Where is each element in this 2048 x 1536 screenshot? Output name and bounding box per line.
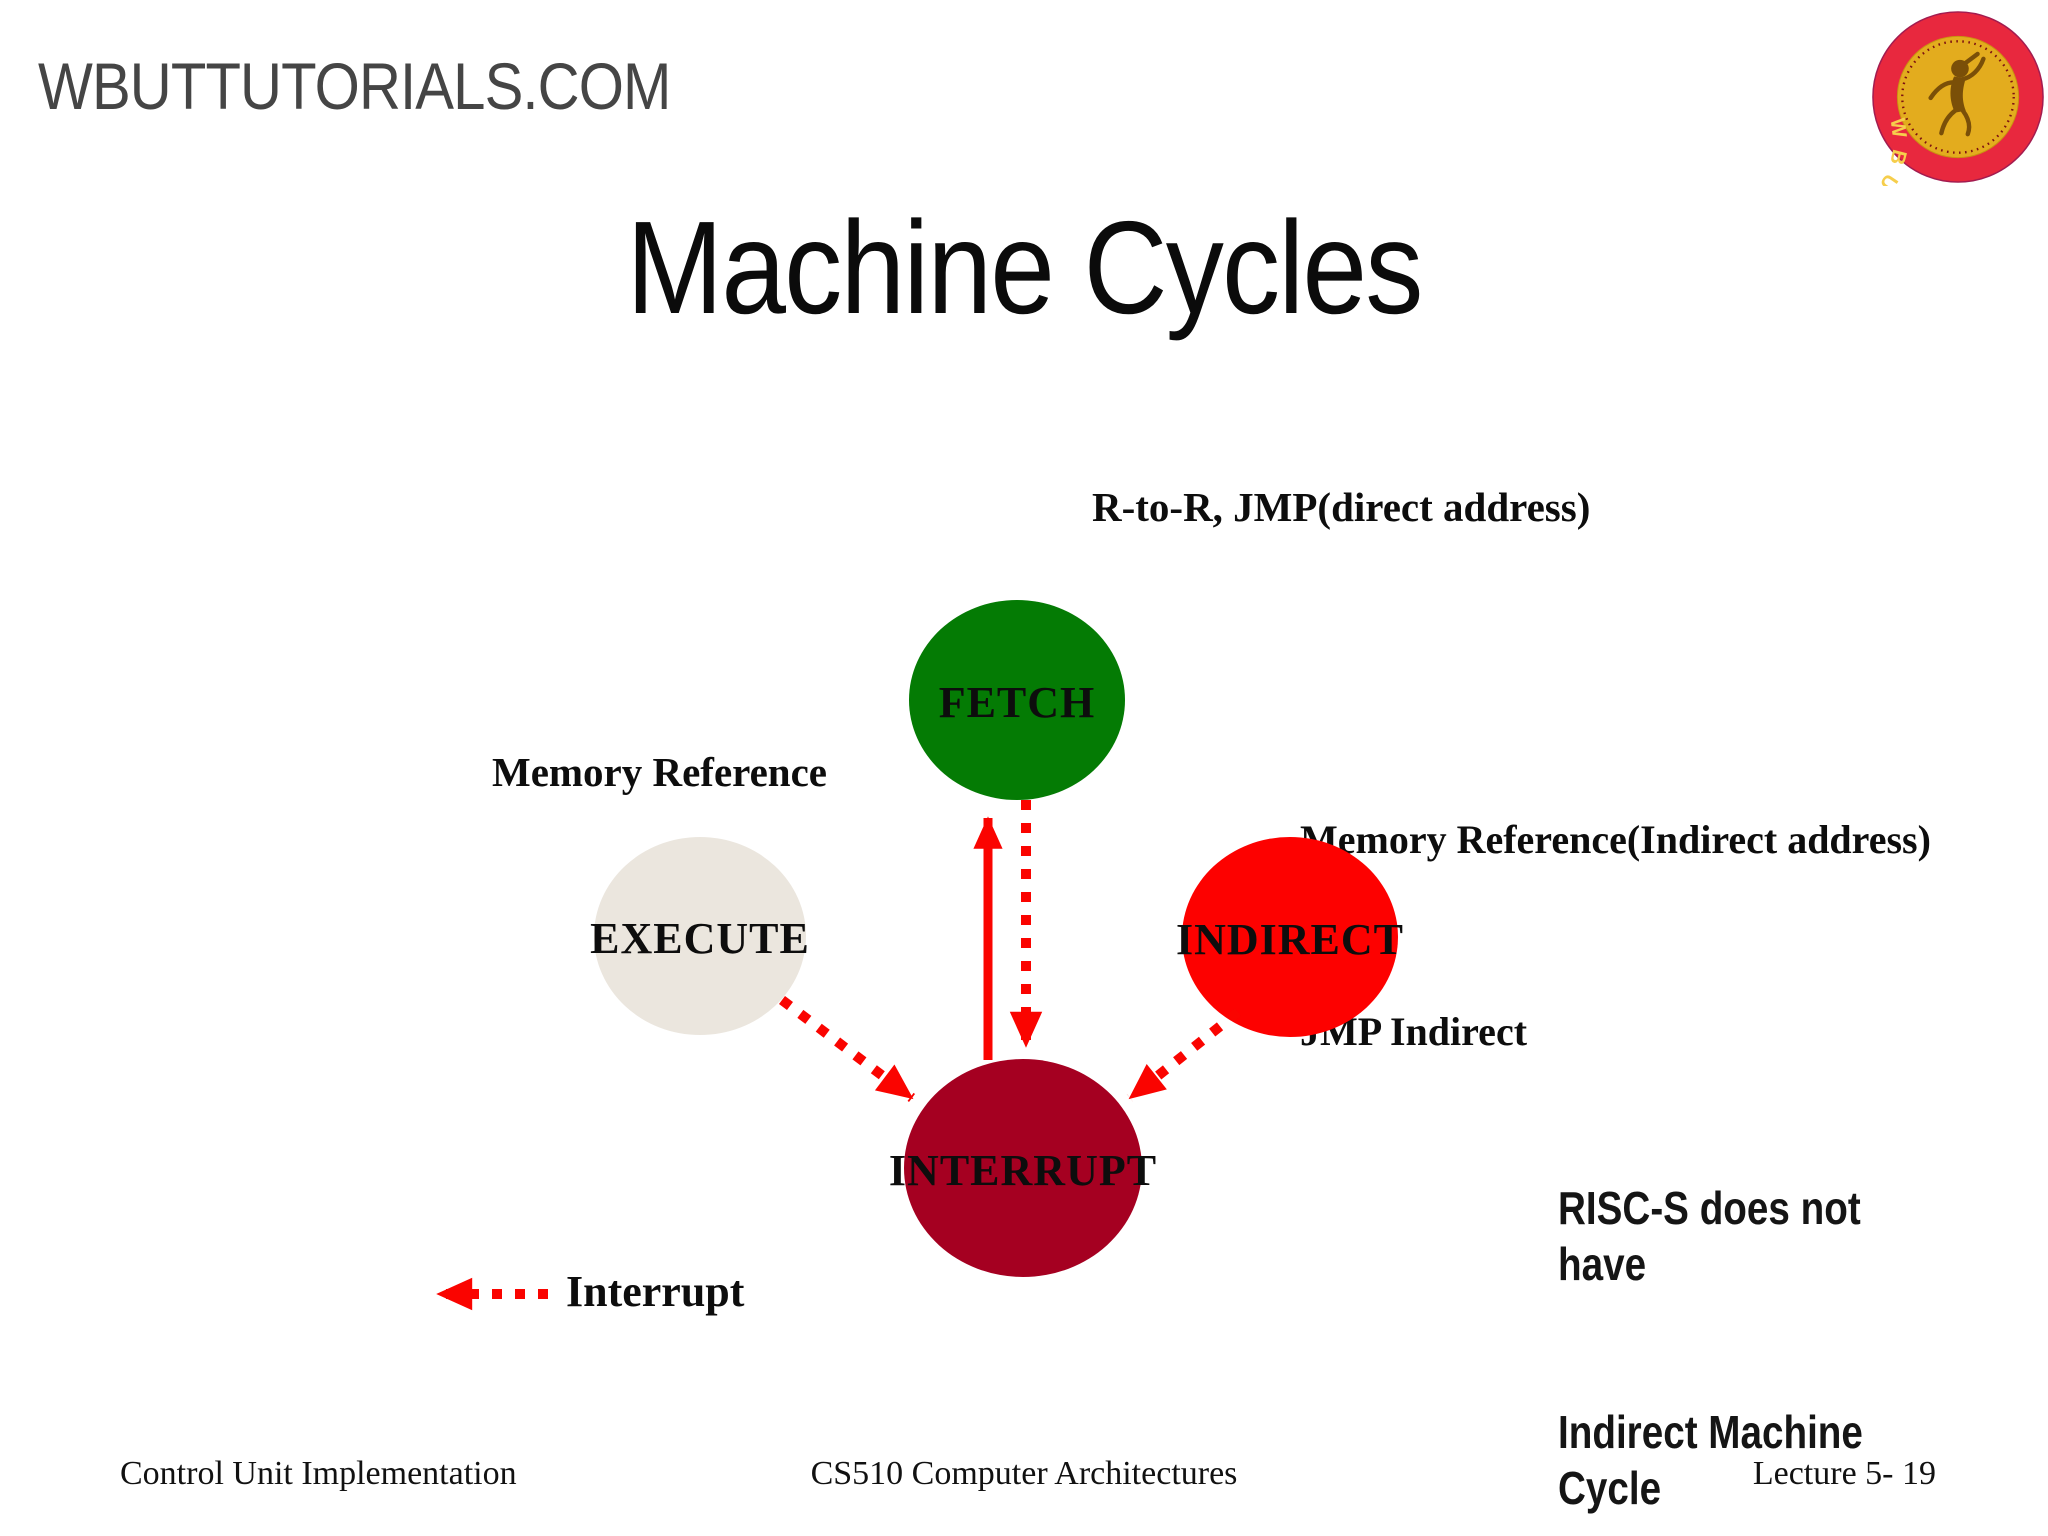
note-fetch: R-to-R, JMP(direct address)	[1092, 484, 1591, 530]
node-indirect-circle	[1182, 837, 1398, 1037]
node-interrupt-circle	[904, 1059, 1142, 1277]
wbut-tutorials-logo: WBUT Tutorials.Com	[1870, 11, 2044, 186]
slide-footer: Control Unit Implementation CS510 Comput…	[0, 1455, 2048, 1515]
node-execute-label: EXECUTE	[590, 914, 810, 963]
slide-title: Machine Cycles	[626, 194, 1423, 341]
note-indirect: Memory Reference(Indirect address) JMP I…	[1300, 680, 1931, 1192]
note-execute: Memory Reference	[492, 749, 828, 795]
dancer-icon	[1928, 51, 1986, 137]
watermark-text: WBUTTUTORIALS.COM	[38, 49, 671, 123]
node-fetch-circle	[909, 600, 1125, 800]
note-risc-line1: RISC-S does not have	[1558, 1182, 1883, 1290]
node-execute-circle	[594, 837, 806, 1035]
node-interrupt-label: INTERRUPT	[889, 1146, 1157, 1195]
arrow-execute-to-interrupt-dotted	[778, 996, 916, 1102]
footer-page-number: Lecture 5- 19	[1752, 1455, 1936, 1492]
note-risc-line2: Indirect Machine Cycle	[1558, 1406, 1874, 1514]
node-indirect-label: INDIRECT	[1176, 915, 1404, 964]
footer-left-text: Control Unit Implementation	[120, 1455, 517, 1492]
footer-center-text: CS510 Computer Architectures	[810, 1455, 1238, 1492]
arrow-indirect-to-interrupt-dotted	[1126, 1008, 1242, 1102]
logo-dotted-ring	[1901, 40, 2015, 154]
node-fetch-label: FETCH	[939, 678, 1096, 727]
note-risc: RISC-S does not have Indirect Machine Cy…	[1558, 1068, 1970, 1536]
legend-interrupt-label: Interrupt	[566, 1267, 745, 1316]
note-indirect-line1: Memory Reference(Indirect address)	[1300, 817, 1931, 862]
